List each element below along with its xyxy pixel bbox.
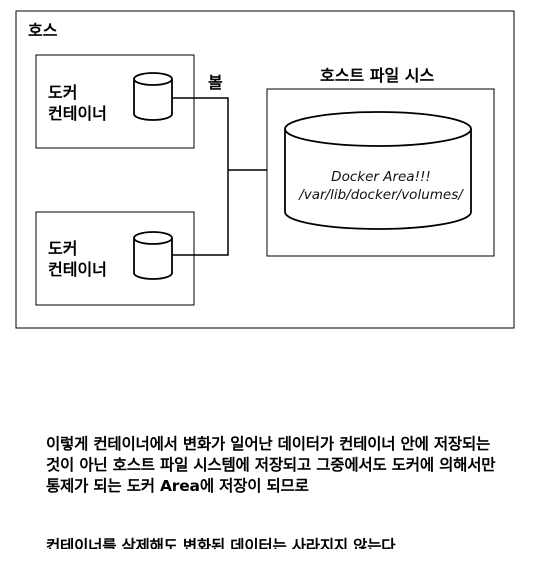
- conclusion-paragraph: 컨테이너를 삭제해도 변화된 데이터는 사라지지 않는다: [46, 537, 396, 549]
- connector-bottom: [172, 170, 229, 256]
- container-bottom-label-line2: 컨테이너: [48, 260, 107, 279]
- host-label: 호스: [28, 21, 58, 40]
- container-bottom-label-line1: 도커: [48, 239, 77, 258]
- container-bottom-db-icon: [133, 231, 173, 280]
- docker-area-label-line2: /var/lib/docker/volumes/: [298, 187, 464, 203]
- explanation-paragraph: 이렇게 컨테이너에서 변화가 일어난 데이터가 컨테이너 안에 저장되는 것이 …: [46, 435, 496, 495]
- docker-area-db-icon: [284, 111, 472, 230]
- host-filesystem-label: 호스트 파일 시스: [320, 66, 434, 85]
- container-top-label-line1: 도커: [48, 83, 77, 102]
- docker-area-label-line1: Docker Area!!!: [331, 169, 431, 185]
- container-top-db-icon: [133, 72, 173, 121]
- connector-top: [172, 97, 229, 170]
- volume-label: 볼: [208, 73, 223, 92]
- container-top-label-line2: 컨테이너: [48, 104, 107, 123]
